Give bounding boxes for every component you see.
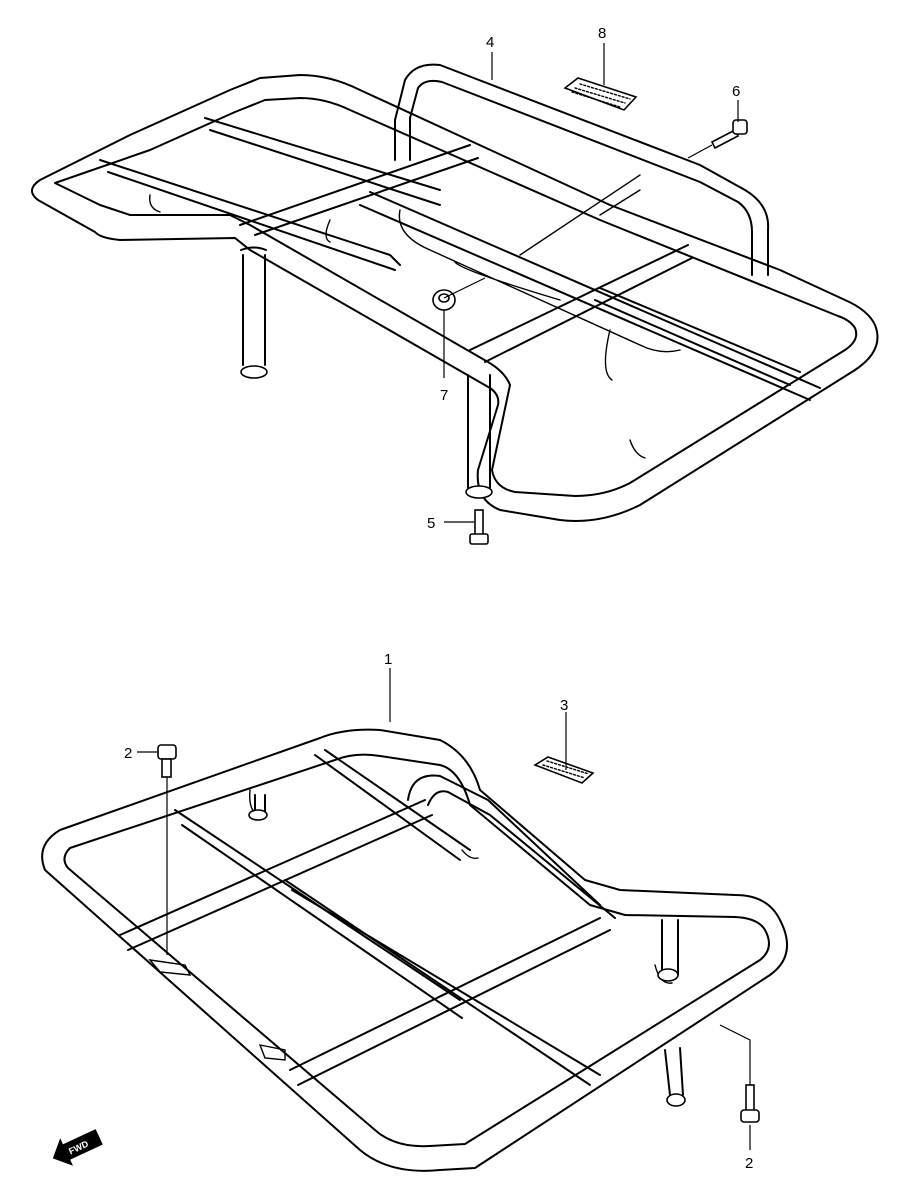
front-carrier-cross-member-2 xyxy=(289,917,611,1086)
front-carrier-cross-member-3 xyxy=(174,809,463,1019)
part-5-bolt xyxy=(469,509,489,545)
rear-carrier-leg-right xyxy=(465,374,493,499)
part-8-plate xyxy=(563,77,638,111)
fwd-arrow-icon: FWD xyxy=(52,1129,103,1166)
front-carrier-leg-rear xyxy=(657,919,679,982)
rear-carrier-assembly xyxy=(31,63,879,545)
leader-7b xyxy=(443,277,486,299)
front-carrier-handle xyxy=(407,774,616,919)
rear-carrier-cross-member-4 xyxy=(469,244,693,363)
callout-2-lower: 2 xyxy=(745,1155,753,1172)
leader-2-lower-up xyxy=(719,1024,751,1085)
rear-carrier-bracket-left xyxy=(149,194,646,459)
rear-carrier-back-rail-base xyxy=(394,117,411,161)
rear-carrier-center-member xyxy=(594,287,801,386)
rear-carrier-cross-member-2 xyxy=(204,117,441,206)
callout-1: 1 xyxy=(384,651,392,668)
rear-carrier-long-member xyxy=(359,191,821,401)
rear-carrier-inner-frame xyxy=(54,97,858,497)
front-carrier-brackets xyxy=(148,789,673,1061)
front-carrier-leg-right xyxy=(664,1047,686,1107)
part-2-bolt-lower xyxy=(740,1084,760,1123)
rear-carrier-outer-frame xyxy=(31,74,879,522)
part-3-plate xyxy=(533,756,595,784)
leader-6b xyxy=(687,144,713,159)
callout-3: 3 xyxy=(560,697,568,714)
callout-6: 6 xyxy=(732,83,740,100)
rear-carrier-leg-left xyxy=(240,246,268,379)
front-carrier-side-member xyxy=(314,749,471,861)
rear-carrier-cross-member-3 xyxy=(239,144,479,236)
front-carrier-leg-left xyxy=(248,794,268,821)
callout-7: 7 xyxy=(440,387,448,404)
front-carrier-long-member xyxy=(284,879,601,1086)
callout-numbers: 4 8 6 7 5 1 3 2 2 xyxy=(124,25,753,1172)
front-carrier-outer-frame xyxy=(41,728,788,1172)
callout-5: 5 xyxy=(427,515,435,532)
part-2-bolt-upper xyxy=(157,744,177,778)
rear-carrier-undertray xyxy=(398,174,681,353)
front-carrier-assembly xyxy=(41,728,788,1172)
part-6-bolt xyxy=(710,119,748,150)
callout-8: 8 xyxy=(598,25,606,42)
callout-2-upper: 2 xyxy=(124,745,132,762)
front-carrier-cross-member-1 xyxy=(119,799,433,951)
leader-lines xyxy=(137,43,751,1150)
callout-4: 4 xyxy=(486,34,494,51)
rear-carrier-back-rail xyxy=(394,63,770,276)
front-carrier-inner-frame xyxy=(63,753,770,1148)
part-7-nut xyxy=(432,289,456,311)
